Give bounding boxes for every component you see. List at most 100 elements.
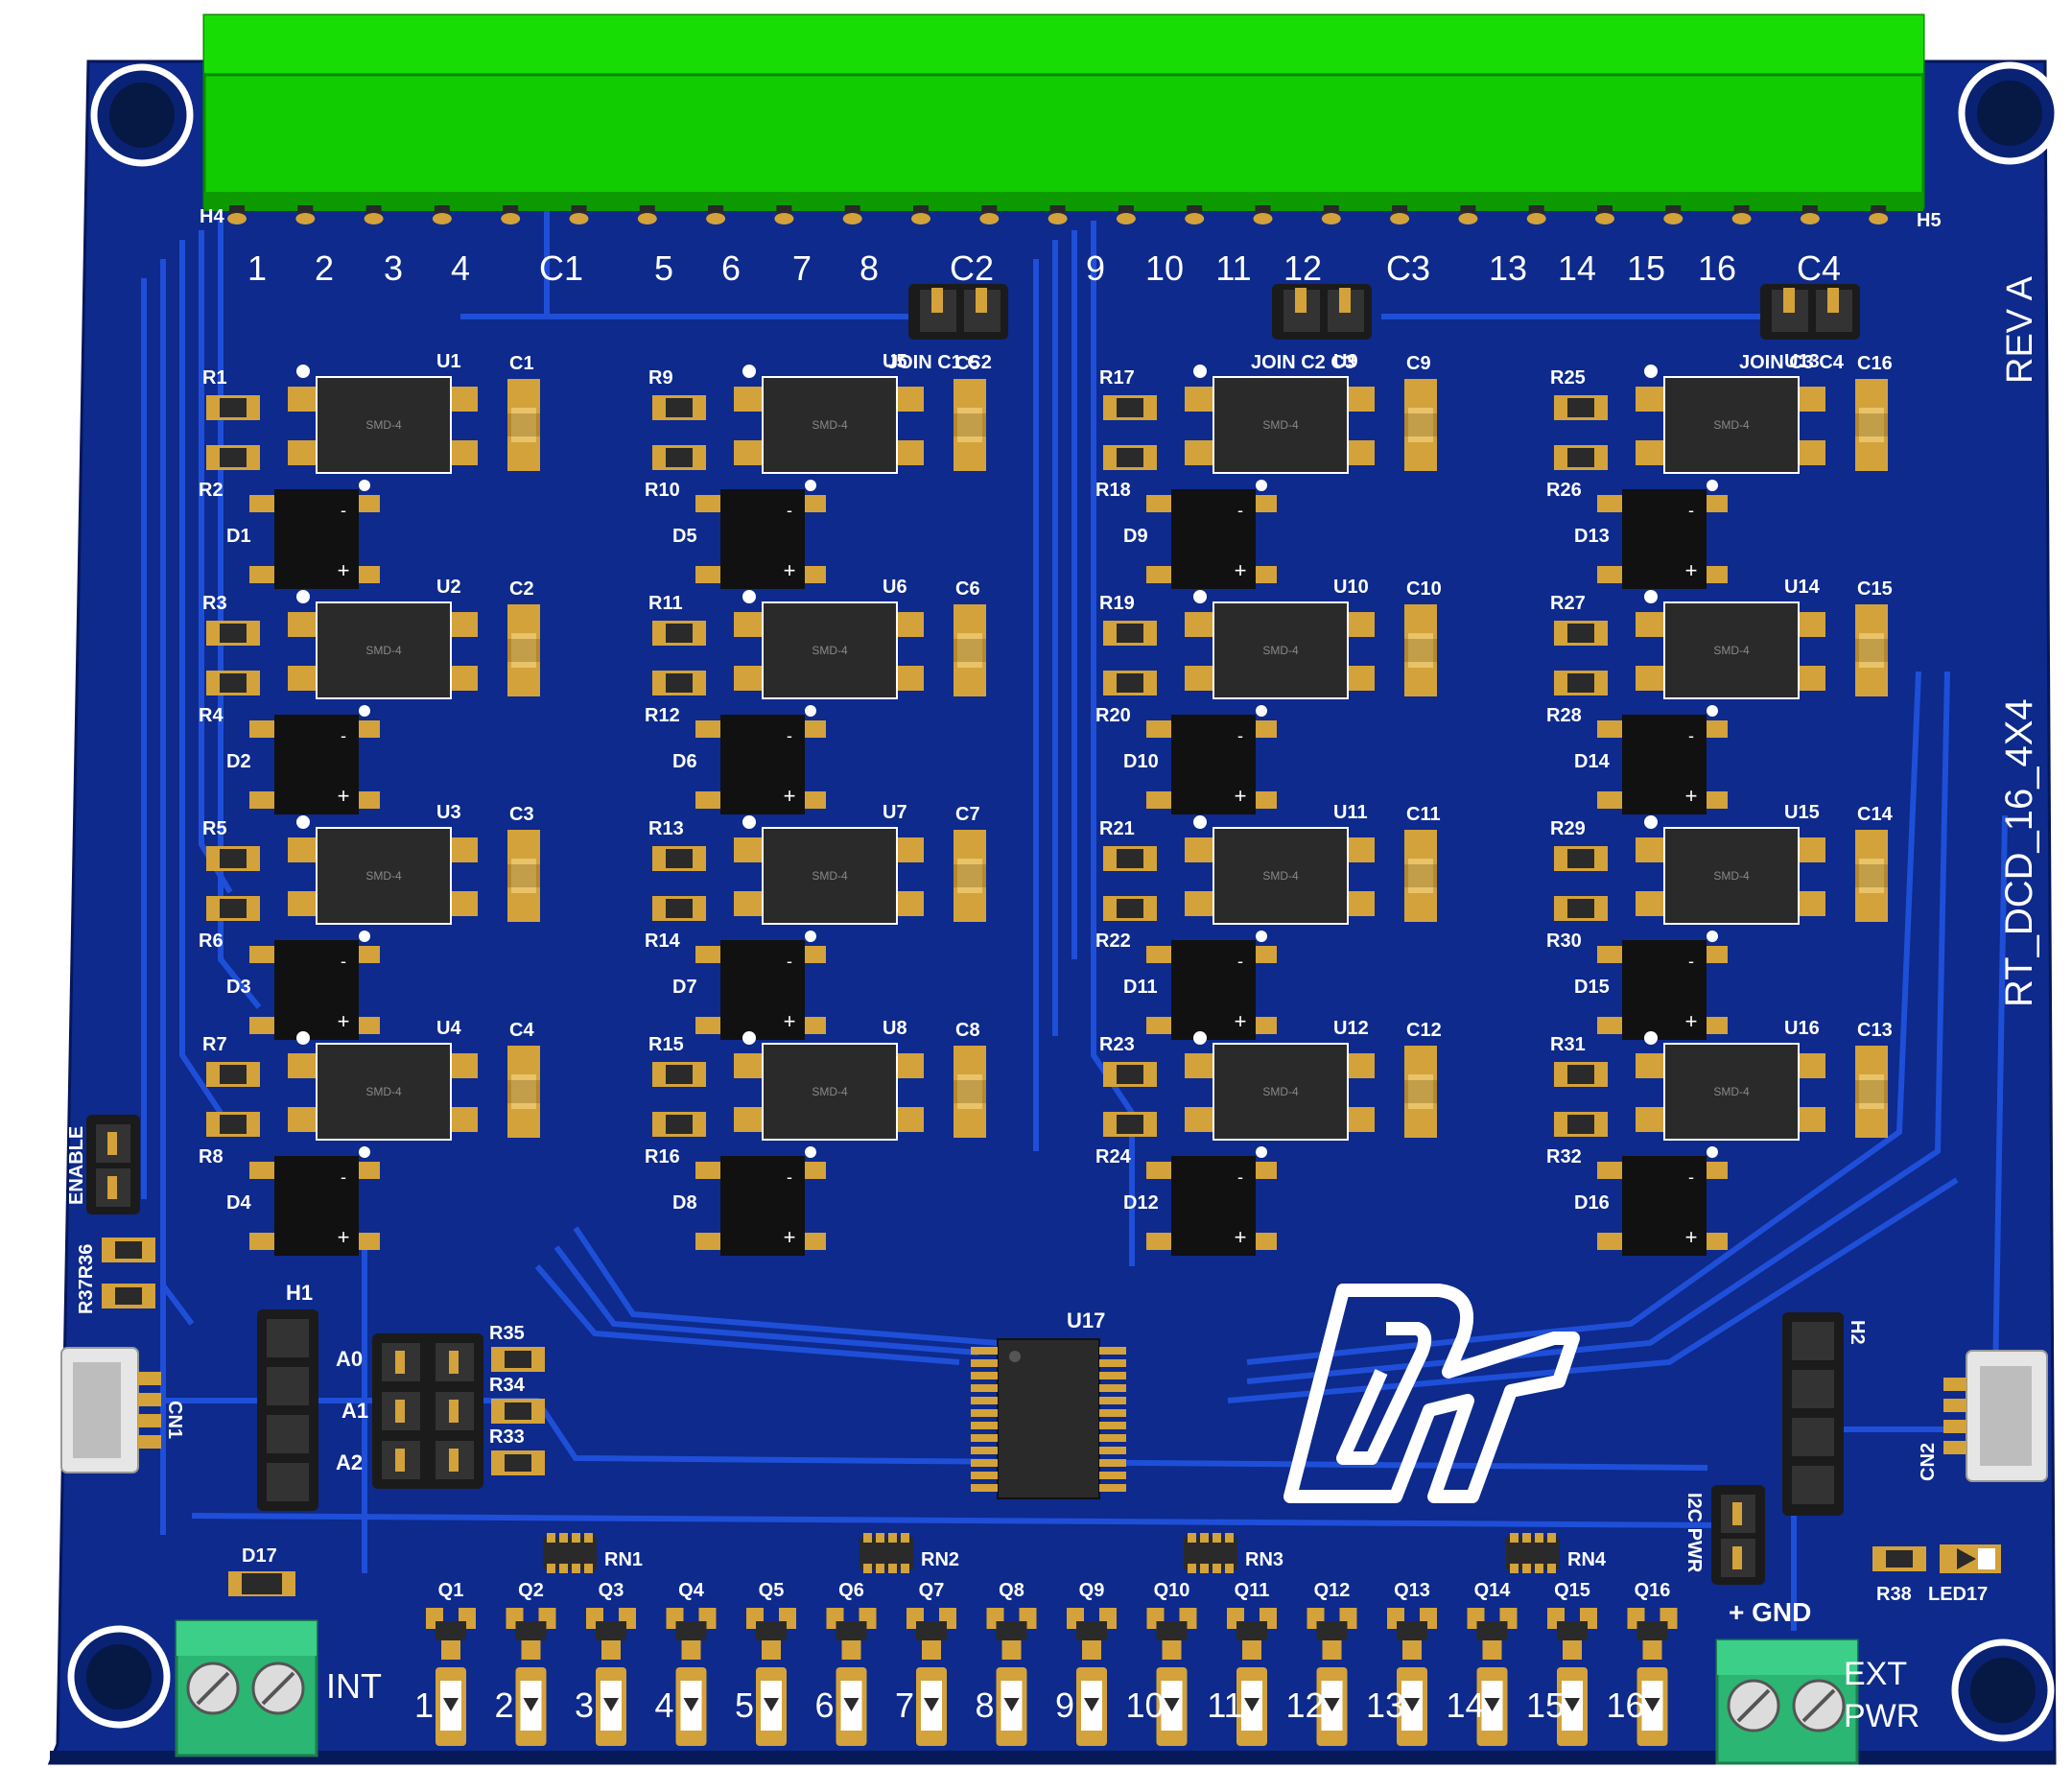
terminal-label: C1 xyxy=(539,248,583,288)
minus-mark: - xyxy=(341,726,346,745)
resistor-label: R23 xyxy=(1099,1034,1135,1055)
capacitor-label: C10 xyxy=(1406,578,1442,600)
terminal-pin-pad xyxy=(1663,213,1684,224)
r35-label: R35 xyxy=(489,1323,525,1344)
resistor-label: R24 xyxy=(1095,1146,1132,1167)
minus-mark: - xyxy=(1688,952,1694,971)
led-number-label: 10 xyxy=(1125,1685,1164,1725)
channel-led xyxy=(1156,1667,1188,1746)
mounting-hole-bottom-left xyxy=(67,1625,171,1729)
terminal-pin-pad xyxy=(1390,213,1410,224)
led-number-label: 8 xyxy=(975,1685,994,1725)
ext-label: EXT xyxy=(1844,1656,1907,1692)
transistor-label: Q6 xyxy=(838,1580,864,1601)
terminal-pin-pad xyxy=(364,213,384,224)
resistor-label: R29 xyxy=(1550,818,1586,839)
resistor-label: R17 xyxy=(1099,367,1135,389)
terminal-pin-pad xyxy=(501,213,521,224)
transistor-label: Q10 xyxy=(1154,1580,1190,1601)
channel-led xyxy=(675,1667,707,1746)
minus-mark: - xyxy=(787,1167,792,1187)
resistor-label: R9 xyxy=(648,367,673,389)
optocoupler-chip xyxy=(1663,1043,1800,1141)
enable-jumper xyxy=(86,1115,140,1214)
optocoupler-label: U16 xyxy=(1784,1018,1820,1039)
led-number-label: 5 xyxy=(735,1685,754,1725)
channel-led xyxy=(1476,1667,1508,1746)
diode-label: D5 xyxy=(672,526,697,547)
chip-marking: SMD-4 xyxy=(812,1085,848,1098)
diode-label: D9 xyxy=(1123,526,1148,547)
diode-bridge xyxy=(1622,1156,1707,1256)
resistor-label: R27 xyxy=(1550,593,1586,614)
optocoupler-label: U8 xyxy=(883,1018,907,1039)
resistor-network-label: RN3 xyxy=(1245,1549,1283,1570)
terminal-pin-pad xyxy=(1048,213,1068,224)
terminal-pin-pad xyxy=(911,213,930,224)
terminal-pin-pad xyxy=(1526,213,1546,224)
optocoupler-chip xyxy=(316,827,452,925)
channel-led xyxy=(596,1667,626,1746)
r36-r37-resistors xyxy=(102,1238,155,1308)
diode-label: D7 xyxy=(672,977,697,998)
chip-marking: SMD-4 xyxy=(812,869,848,883)
capacitor-label: C7 xyxy=(955,804,980,825)
channel-led xyxy=(756,1667,787,1746)
cn1-label: CN1 xyxy=(164,1401,185,1439)
minus-mark: - xyxy=(787,952,792,971)
minus-mark: - xyxy=(1237,952,1243,971)
terminal-label: 2 xyxy=(315,248,334,288)
terminal-pin-pad xyxy=(1869,213,1889,224)
chip-marking: SMD-4 xyxy=(365,869,402,883)
terminal-label: 7 xyxy=(792,248,812,288)
chip-marking: SMD-4 xyxy=(1262,869,1299,883)
optocoupler-chip xyxy=(316,601,452,699)
mounting-hole-top-left xyxy=(90,63,194,167)
terminal-pin-pad xyxy=(1116,213,1136,224)
header-label-h4: H4 xyxy=(200,206,224,227)
chip-marking: SMD-4 xyxy=(365,418,402,432)
terminal-label: C2 xyxy=(950,248,994,288)
diode-bridge xyxy=(274,715,359,814)
resistor-label: R25 xyxy=(1550,367,1586,389)
resistor-label: R30 xyxy=(1546,931,1582,952)
minus-mark: - xyxy=(341,952,346,971)
transistor-label: Q9 xyxy=(1079,1580,1105,1601)
plus-mark: + xyxy=(338,784,350,808)
channel-led xyxy=(1236,1667,1267,1746)
resistor-network xyxy=(1506,1533,1560,1573)
plus-gnd-label: + GND xyxy=(1729,1597,1811,1627)
optocoupler-chip xyxy=(1213,376,1349,474)
a0-label: A0 xyxy=(336,1347,363,1371)
terminal-label: 10 xyxy=(1145,248,1184,288)
cn1-connector xyxy=(60,1347,161,1473)
terminal-pin-pad xyxy=(1595,213,1614,224)
diode-bridge xyxy=(720,715,805,814)
i2c-pwr-label: I2C PWR xyxy=(1684,1493,1705,1573)
diode-label: D15 xyxy=(1574,977,1610,998)
resistor-label: R12 xyxy=(645,705,680,726)
transistor xyxy=(746,1608,796,1660)
transistor xyxy=(426,1608,476,1660)
resistor-label: R26 xyxy=(1546,480,1582,501)
terminal-label: 4 xyxy=(451,248,470,288)
resistor-label: R18 xyxy=(1095,480,1131,501)
join-jumper xyxy=(1760,284,1860,340)
led-number-label: 12 xyxy=(1285,1685,1324,1725)
diode-label: D13 xyxy=(1574,526,1610,547)
diode-bridge xyxy=(720,940,805,1040)
terminal-label: 13 xyxy=(1489,248,1527,288)
led-number-label: 2 xyxy=(494,1685,513,1725)
minus-mark: - xyxy=(1237,501,1243,520)
optocoupler-chip xyxy=(316,1043,452,1141)
chip-marking: SMD-4 xyxy=(812,644,848,657)
channel-led xyxy=(1316,1667,1348,1746)
diode-label: D16 xyxy=(1574,1192,1610,1214)
terminal-pins xyxy=(227,205,1889,224)
